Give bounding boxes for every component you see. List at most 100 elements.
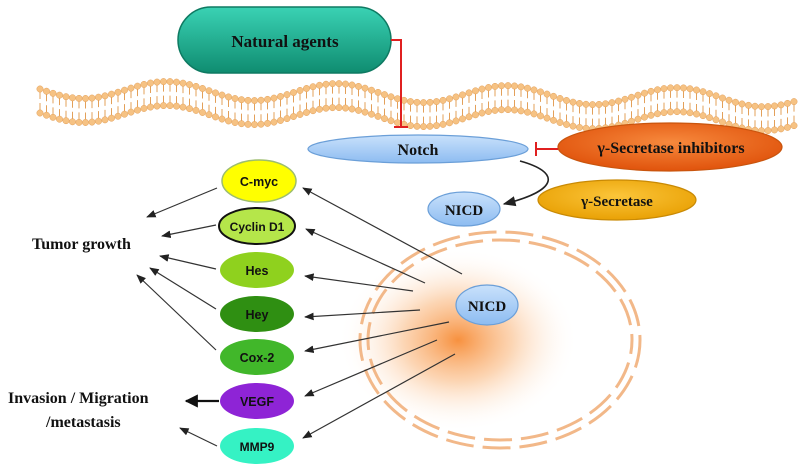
target-label: Hes <box>246 264 269 278</box>
target-genes: C-myc Cyclin D1 Hes Hey Cox-2 VEGF MMP9 <box>218 159 297 464</box>
lipid-head <box>225 93 232 101</box>
lipid-head <box>615 97 622 105</box>
lipid-head <box>706 114 713 122</box>
lipid-head <box>179 79 187 87</box>
nicd-nucleus-label: NICD <box>468 299 507 315</box>
lipid-head <box>647 111 655 119</box>
lipid-head <box>140 104 148 112</box>
nicd-cytoplasm-label: NICD <box>445 203 484 219</box>
lipid-head <box>101 116 109 124</box>
lipid-head <box>121 110 128 118</box>
lipid-head <box>322 80 330 88</box>
lipid-head <box>147 79 154 87</box>
lipid-head <box>348 105 356 113</box>
lipid-head <box>621 95 629 103</box>
lipid-head <box>439 96 447 104</box>
lipid-head <box>257 96 265 104</box>
lipid-head <box>166 78 174 86</box>
lipid-head <box>680 84 687 92</box>
lipid-head <box>394 95 401 103</box>
lipid-head <box>186 81 193 89</box>
lipid-head <box>504 106 512 114</box>
lipid-head <box>36 85 44 93</box>
lipid-head <box>498 106 505 114</box>
lipid-head <box>712 116 720 124</box>
lipid-head <box>667 108 674 116</box>
lipid-head <box>270 118 278 126</box>
lipid-head <box>95 117 102 125</box>
arrow-to-mmp9 <box>302 353 456 439</box>
lipid-head <box>563 121 570 128</box>
tumor-growth-arrows <box>136 187 218 351</box>
lipid-head <box>95 93 102 101</box>
lipid-head <box>303 109 310 116</box>
lipid-head <box>368 86 375 94</box>
lipid-head <box>329 104 336 112</box>
lipid-head <box>602 100 609 108</box>
lipid-head <box>127 84 135 92</box>
lipid-head <box>322 104 330 112</box>
lipid-head <box>290 113 297 120</box>
lipid-head <box>303 85 310 92</box>
lipid-head <box>654 110 661 118</box>
lipid-head <box>530 86 538 94</box>
lipid-head <box>433 122 440 130</box>
lipid-head <box>719 118 726 126</box>
lipid-head <box>771 126 778 134</box>
lipid-head <box>693 86 700 94</box>
lipid-head <box>725 96 733 104</box>
lipid-head <box>75 118 83 126</box>
lipid-head <box>309 107 317 115</box>
lipid-head <box>764 127 772 135</box>
lipid-head <box>244 96 252 104</box>
lipid-head <box>381 91 388 99</box>
arrow-to-c-myc <box>302 187 463 275</box>
lipid-head <box>771 102 778 110</box>
lipid-head <box>56 91 63 99</box>
lipid-head <box>537 112 544 120</box>
lipid-head <box>108 114 115 122</box>
lipid-head <box>641 89 648 97</box>
target-cyclin-d1: Cyclin D1 <box>218 207 296 245</box>
lipid-head <box>628 93 635 101</box>
lipid-head <box>563 97 570 104</box>
lipid-head <box>426 122 434 130</box>
lipid-head <box>699 112 707 120</box>
lipid-head <box>270 94 278 102</box>
lipid-head <box>309 83 317 91</box>
lipid-head <box>634 115 642 123</box>
lipid-head <box>485 84 492 91</box>
lipid-head <box>459 115 466 123</box>
lipid-head <box>478 85 486 93</box>
lipid-head <box>69 94 76 102</box>
lipid-head <box>524 84 531 92</box>
lipid-head <box>192 82 200 90</box>
secretase-inhibitors-node: γ-Secretase inhibitors <box>557 122 783 172</box>
lipid-head <box>641 113 648 121</box>
natural-agents-label: Natural agents <box>231 32 339 51</box>
lipid-head <box>394 119 401 127</box>
lipid-head <box>407 122 414 130</box>
lipid-head <box>556 95 564 102</box>
lipid-head <box>517 83 525 91</box>
target-hey: Hey <box>220 296 294 332</box>
lipid-head <box>433 98 440 106</box>
target-cox-2: Cox-2 <box>220 339 294 375</box>
lipid-head <box>36 109 44 117</box>
lipid-head <box>511 82 518 90</box>
lipid-head <box>478 109 486 117</box>
lipid-head <box>576 124 583 131</box>
target-c-myc: C-myc <box>221 159 297 203</box>
lipid-head <box>420 123 427 131</box>
lipid-head <box>647 87 655 95</box>
lipid-head <box>290 89 297 96</box>
target-label: Cox-2 <box>240 351 275 365</box>
lipid-head <box>199 85 206 92</box>
lipid-head <box>127 108 135 116</box>
lipid-head <box>348 81 356 89</box>
lipid-head <box>43 87 50 95</box>
lipid-head <box>368 110 375 118</box>
lipid-head <box>212 89 219 97</box>
lipid-head <box>88 94 96 102</box>
lipid-head <box>335 104 343 112</box>
